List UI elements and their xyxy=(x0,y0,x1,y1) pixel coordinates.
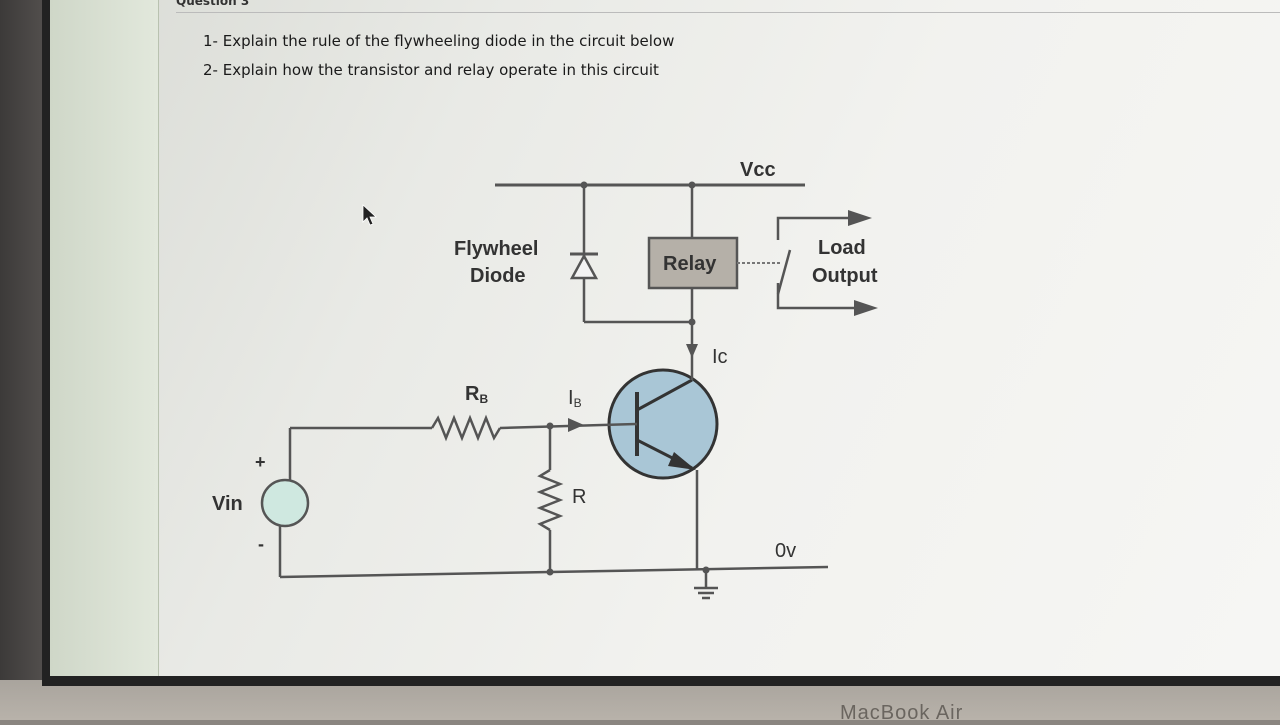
input-plus-label: + xyxy=(255,452,266,472)
relay-box xyxy=(647,236,739,290)
vcc-label: Vcc xyxy=(740,159,776,181)
header-divider xyxy=(176,12,1280,13)
laptop-bezel-bottom xyxy=(0,680,1280,720)
flywheel-diode-symbol xyxy=(569,252,599,280)
base-resistor-label: RB xyxy=(465,383,488,406)
pulldown-resistor-symbol xyxy=(536,468,564,532)
question-2: 2- Explain how the transistor and relay … xyxy=(203,61,659,79)
collector-current-arrow xyxy=(686,344,698,358)
question-2-number: 2- xyxy=(203,61,218,79)
load-label-line1: Load xyxy=(818,237,866,259)
question-page xyxy=(50,0,1280,676)
laptop-brand-text: MacBook Air xyxy=(840,702,964,724)
collector-current-label: Ic xyxy=(712,346,728,368)
base-resistor-symbol xyxy=(430,414,502,442)
mouse-pointer-icon xyxy=(362,204,378,226)
npn-transistor-symbol xyxy=(607,368,719,480)
input-label: Vin xyxy=(212,493,243,515)
input-source-symbol xyxy=(260,478,310,528)
question-header: Question 3 xyxy=(176,0,250,8)
ground-label: 0v xyxy=(775,540,796,562)
diode-label-line2: Diode xyxy=(470,265,526,287)
ground-symbol xyxy=(694,570,718,600)
input-minus-label: - xyxy=(258,534,264,554)
base-current-label: IB xyxy=(568,387,582,410)
diode-label-line1: Flywheel xyxy=(454,238,538,260)
relay-label: Relay xyxy=(663,253,717,275)
base-current-arrow xyxy=(568,418,584,432)
load-label-line2: Output xyxy=(812,265,878,287)
question-1-text: Explain the rule of the flywheeling diod… xyxy=(222,32,675,50)
pulldown-resistor-label: R xyxy=(572,486,586,508)
question-1: 1- Explain the rule of the flywheeling d… xyxy=(203,32,674,50)
question-2-text: Explain how the transistor and relay ope… xyxy=(222,61,659,79)
page-sidebar xyxy=(50,0,159,676)
relay-switch-contact xyxy=(776,210,878,316)
ground-rail-left xyxy=(279,570,551,579)
ground-rail-right xyxy=(549,565,829,574)
question-1-number: 1- xyxy=(203,32,218,50)
